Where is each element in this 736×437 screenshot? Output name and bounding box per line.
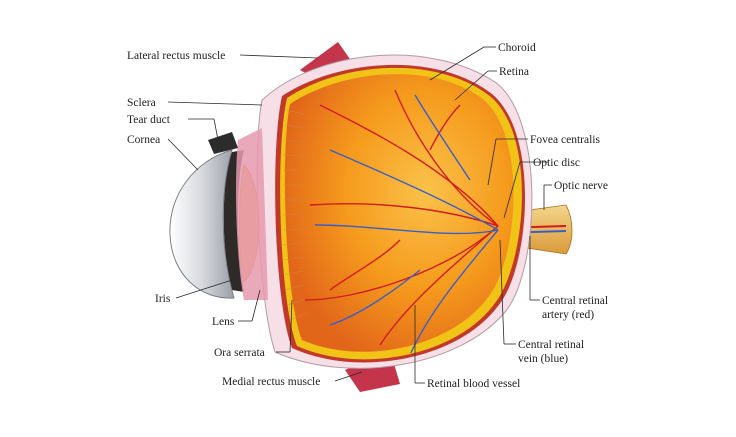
- label-retinal-blood-vessel: Retinal blood vessel: [427, 378, 520, 390]
- label-fovea-centralis: Fovea centralis: [530, 134, 600, 146]
- iris-pink-band: [236, 128, 268, 300]
- label-sclera: Sclera: [127, 97, 156, 109]
- ciliary-body: [282, 109, 308, 321]
- label-cornea: Cornea: [127, 134, 160, 146]
- label-choroid: Choroid: [498, 42, 536, 54]
- cornea-shape: [169, 149, 235, 299]
- label-optic-nerve: Optic nerve: [554, 180, 608, 192]
- label-medial-rectus-muscle: Medial rectus muscle: [222, 376, 320, 388]
- tear-duct-shape: [208, 132, 238, 154]
- label-central-retinal-artery-line2: artery (red): [542, 309, 594, 321]
- label-optic-disc: Optic disc: [533, 157, 580, 169]
- label-lens: Lens: [212, 316, 235, 328]
- label-central-retinal-vein-line1: Central retinal: [518, 339, 584, 351]
- label-central-retinal-artery-line1: Central retinal: [542, 295, 608, 307]
- label-tear-duct: Tear duct: [127, 114, 171, 126]
- retinal-vessels: [304, 89, 499, 356]
- leader-lines: [167, 46, 552, 384]
- label-lateral-rectus-muscle: Lateral rectus muscle: [127, 50, 225, 62]
- label-ora-serrata: Ora serrata: [214, 347, 265, 359]
- label-retina: Retina: [499, 66, 529, 78]
- label-iris: Iris: [155, 293, 171, 305]
- label-central-retinal-vein-line2: vein (blue): [518, 353, 568, 365]
